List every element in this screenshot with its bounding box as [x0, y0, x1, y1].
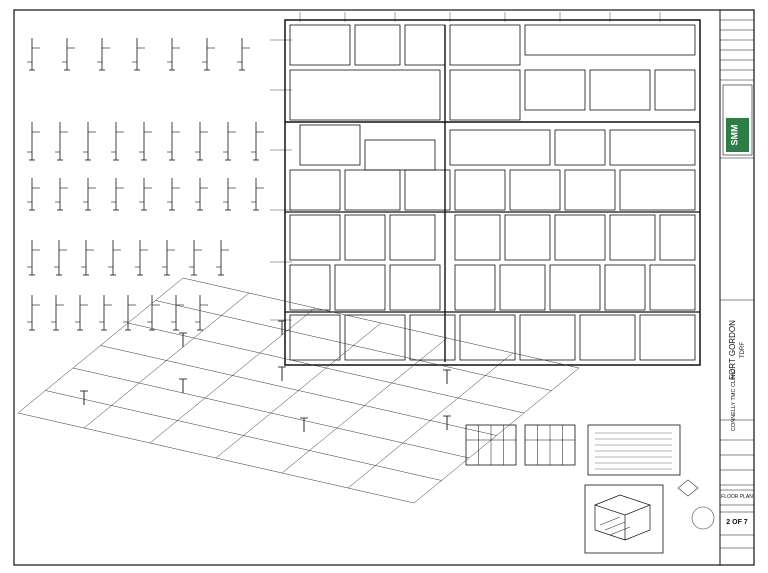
sheet-number: 2 OF 7	[726, 519, 748, 526]
logo-mark	[726, 118, 749, 152]
project-subtitle: TDRF	[740, 342, 746, 358]
title-block: SMM FORT GORDON TDRF CONNELLY TMC CLINIC…	[719, 9, 755, 566]
sheet-border	[13, 9, 755, 566]
elevation-details	[465, 424, 576, 466]
support-detail	[584, 484, 664, 554]
project-name: FORT GORDON	[728, 320, 737, 380]
notes-box	[587, 424, 681, 476]
logo-text: SMM	[730, 125, 740, 146]
plan-gridlines	[270, 12, 661, 321]
riser-diagrams	[27, 38, 264, 331]
stamp-symbols	[677, 479, 715, 530]
isometric-piping-diagram	[17, 277, 580, 504]
floor-plan	[270, 12, 701, 366]
project-description: CONNELLY TMC CLINIC	[731, 369, 737, 431]
sheet-title: FLOOR PLAN	[721, 494, 753, 500]
plan-rooms	[285, 24, 700, 362]
